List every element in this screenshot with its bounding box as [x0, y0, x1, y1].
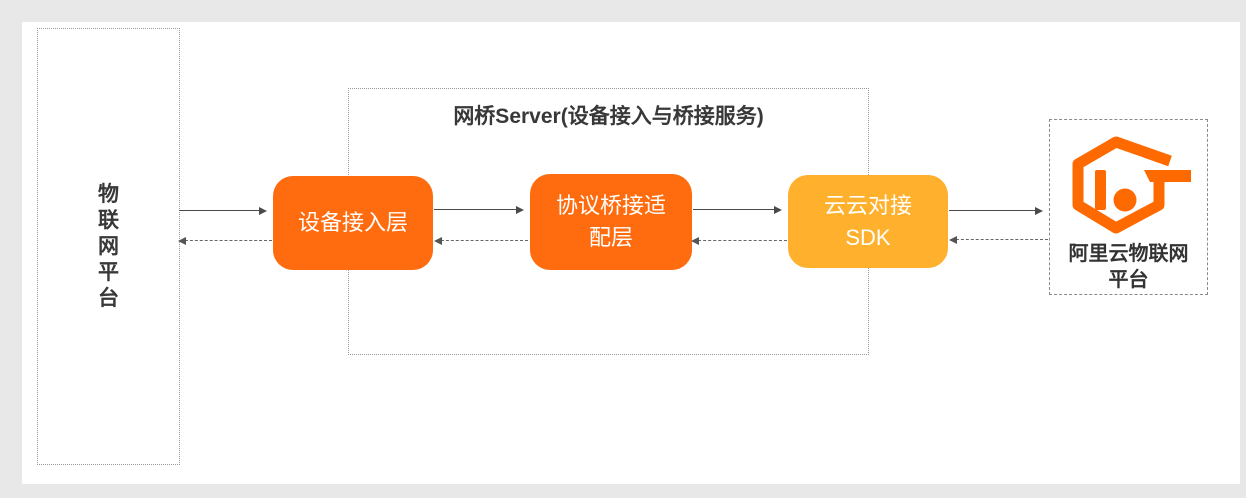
node-device-access-layer-label: 设备接入层 — [297, 210, 408, 235]
iot-platform-label: 物 联 网 平 台 — [98, 182, 119, 310]
arrow-solid-iot-to-access — [179, 207, 267, 215]
arrow-dashed-adapter-to-access — [434, 237, 528, 245]
bridge-server-title: 网桥Server(设备接入与桥接服务) — [453, 105, 764, 128]
arrow-solid-sdk-to-aliyun — [949, 207, 1043, 215]
iot-platform-box: 物 联 网 平 台 — [37, 28, 180, 465]
node-cloud-cloud-sdk: 云云对接 SDK — [788, 175, 948, 268]
arrow-dashed-access-to-iot — [178, 237, 272, 245]
arrow-solid-adapter-to-sdk — [693, 206, 782, 214]
aliyun-iot-logo-icon — [1072, 136, 1191, 234]
arrow-solid-access-to-adapter — [434, 206, 524, 214]
arrow-dashed-aliyun-to-sdk — [949, 236, 1048, 244]
node-protocol-bridge-adapter-layer-label: 协议桥接适 配层 — [555, 193, 666, 250]
aliyun-iot-platform-box: 阿里云物联网 平台 — [1049, 119, 1208, 295]
node-cloud-cloud-sdk-label: 云云对接 SDK — [823, 192, 912, 250]
node-device-access-layer: 设备接入层 — [273, 176, 433, 270]
arrow-dashed-sdk-to-adapter — [691, 237, 787, 245]
node-protocol-bridge-adapter-layer: 协议桥接适 配层 — [530, 174, 692, 270]
aliyun-iot-platform-label: 阿里云物联网 平台 — [1068, 243, 1189, 291]
